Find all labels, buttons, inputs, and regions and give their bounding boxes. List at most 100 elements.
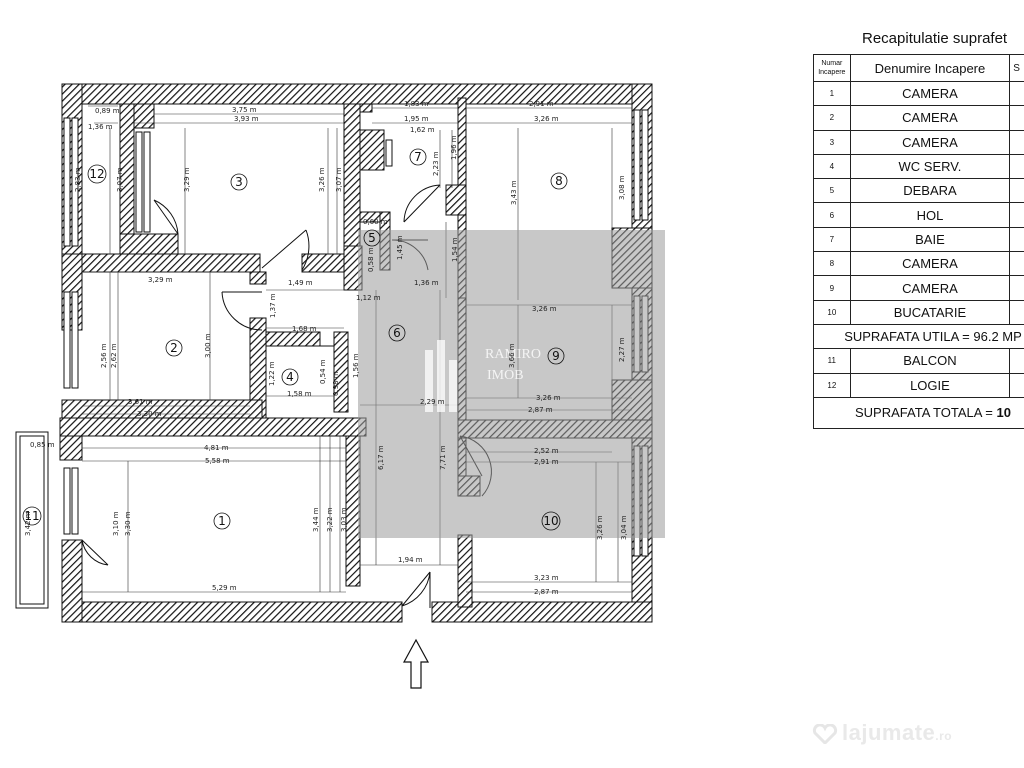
watermark-text-1: RAMIRO [485,347,541,362]
row-area [1009,80,1024,107]
row-num: 1 [813,80,851,107]
dimension-label: 2,91 m [529,100,554,108]
dimension-label: 3,26 m [532,305,557,313]
room-number: 4 [286,370,294,384]
row-name: CAMERA [849,105,1011,131]
room-number: 1 [218,514,226,528]
dimension-label: 2,23 m [432,151,440,176]
dimension-label: 1,49 m [288,279,313,287]
room-number: 9 [552,349,560,363]
row-area [1009,178,1024,204]
row-area [1009,299,1024,325]
dimension-label: 3,29 m [183,167,191,192]
row-name: DEBARA [849,178,1011,204]
dimension-label: 4,81 m [204,444,229,452]
row-name: CAMERA [849,251,1011,277]
site-watermark: lajumate.ro [842,720,952,746]
room-number: 10 [543,514,558,528]
room-number: 12 [89,167,104,181]
watermark-text-2: IMOB [487,368,524,383]
dimension-label: 2,29 m [420,398,445,406]
dimension-label: 0,60 m [363,218,388,226]
dimension-label: 0,58 m [367,247,375,272]
dimension-label: 3,43 m [510,180,518,205]
dimension-label: 5,29 m [212,584,237,592]
dimension-label: 7,71 m [439,445,447,470]
dimension-label: 3,75 m [232,106,257,114]
row-num: 5 [813,178,851,204]
row-area [1009,275,1024,301]
dimension-label: 3,07 m [116,167,124,192]
row-num: 10 [813,299,851,325]
row-name: CAMERA [849,129,1011,155]
row-name: LOGIE [849,372,1011,398]
row-area [1009,153,1024,180]
dimension-label: 3,93 m [234,115,259,123]
dimension-label: 1,94 m [398,556,423,564]
total-value: 10 [996,405,1011,421]
dimension-label: 0,85 m [30,441,55,449]
dimension-label: 2,87 m [528,406,553,414]
dimension-label: 3,00 m [204,333,212,358]
row-name: CAMERA [849,80,1011,107]
dimension-label: 1,58 m [287,390,312,398]
dimension-label: 1,36 m [88,123,113,131]
dimension-label: 2,83 m [74,167,82,192]
dimension-label: 3,30 m [137,410,162,418]
dimension-label: 1,96 m [450,135,458,160]
dimension-label: 3,22 m [326,507,334,532]
dimension-label: 3,44 m [312,507,320,532]
room-number: 2 [170,341,178,355]
header-num-cell: Numar Incapere [813,54,851,82]
row-num: 12 [813,372,851,398]
dimension-label: 1,62 m [410,126,435,134]
row-num: 8 [813,251,851,277]
row-num: 11 [813,348,851,374]
dimension-label: 3,26 m [534,115,559,123]
header-name-cell: Denumire Incapere [849,54,1011,82]
header-num-line-2: Incapere [818,69,846,76]
dimension-label: 2,62 m [110,343,118,368]
row-area [1009,129,1024,155]
dimension-label: 2,52 m [534,447,559,455]
usable-area-row: SUPRAFATA UTILA = 96.2 MP [813,323,1024,350]
room-number: 11 [24,509,39,523]
dimension-label: 2,56 m [100,343,108,368]
entrance-arrow-icon [402,638,430,689]
site-watermark-name: lajumate [842,720,936,745]
watermark-logo: RAMIRO IMOB [358,230,665,538]
dimension-label: 3,04 m [620,515,628,540]
dimension-label: 3,26 m [318,167,326,192]
dimension-label: 3,26 m [596,515,604,540]
row-num: 6 [813,202,851,228]
room-number: 6 [393,326,401,340]
row-name: HOL [849,202,1011,228]
dimension-label: 3,26 m [536,394,561,402]
dimension-label: 1,56 m [352,353,360,378]
room-number: 7 [414,150,422,164]
dimension-label: 0,54 m [319,359,327,384]
dimension-label: 3,66 m [508,343,516,368]
row-area [1009,251,1024,277]
dimension-label: 1,54 m [451,237,459,262]
row-name: BALCON [849,348,1011,374]
usable-area-cell: SUPRAFATA UTILA = 96.2 MP [813,323,1024,350]
total-area-row: SUPRAFATA TOTALA = 10 [813,396,1024,429]
room-number: 3 [235,175,243,189]
dimension-label: 1,36 m [414,279,439,287]
dimension-label: 0,98 m [332,371,340,396]
table-header-row: Numar Incapere Denumire Incapere S [813,54,1024,82]
total-label: SUPRAFATA TOTALA = [855,405,993,421]
dimension-label: 3,10 m [112,511,120,536]
table-title: Recapitulatie suprafet [862,30,1008,47]
dimension-label: 3,07 m [335,167,343,192]
dimension-label: 2,91 m [534,458,559,466]
